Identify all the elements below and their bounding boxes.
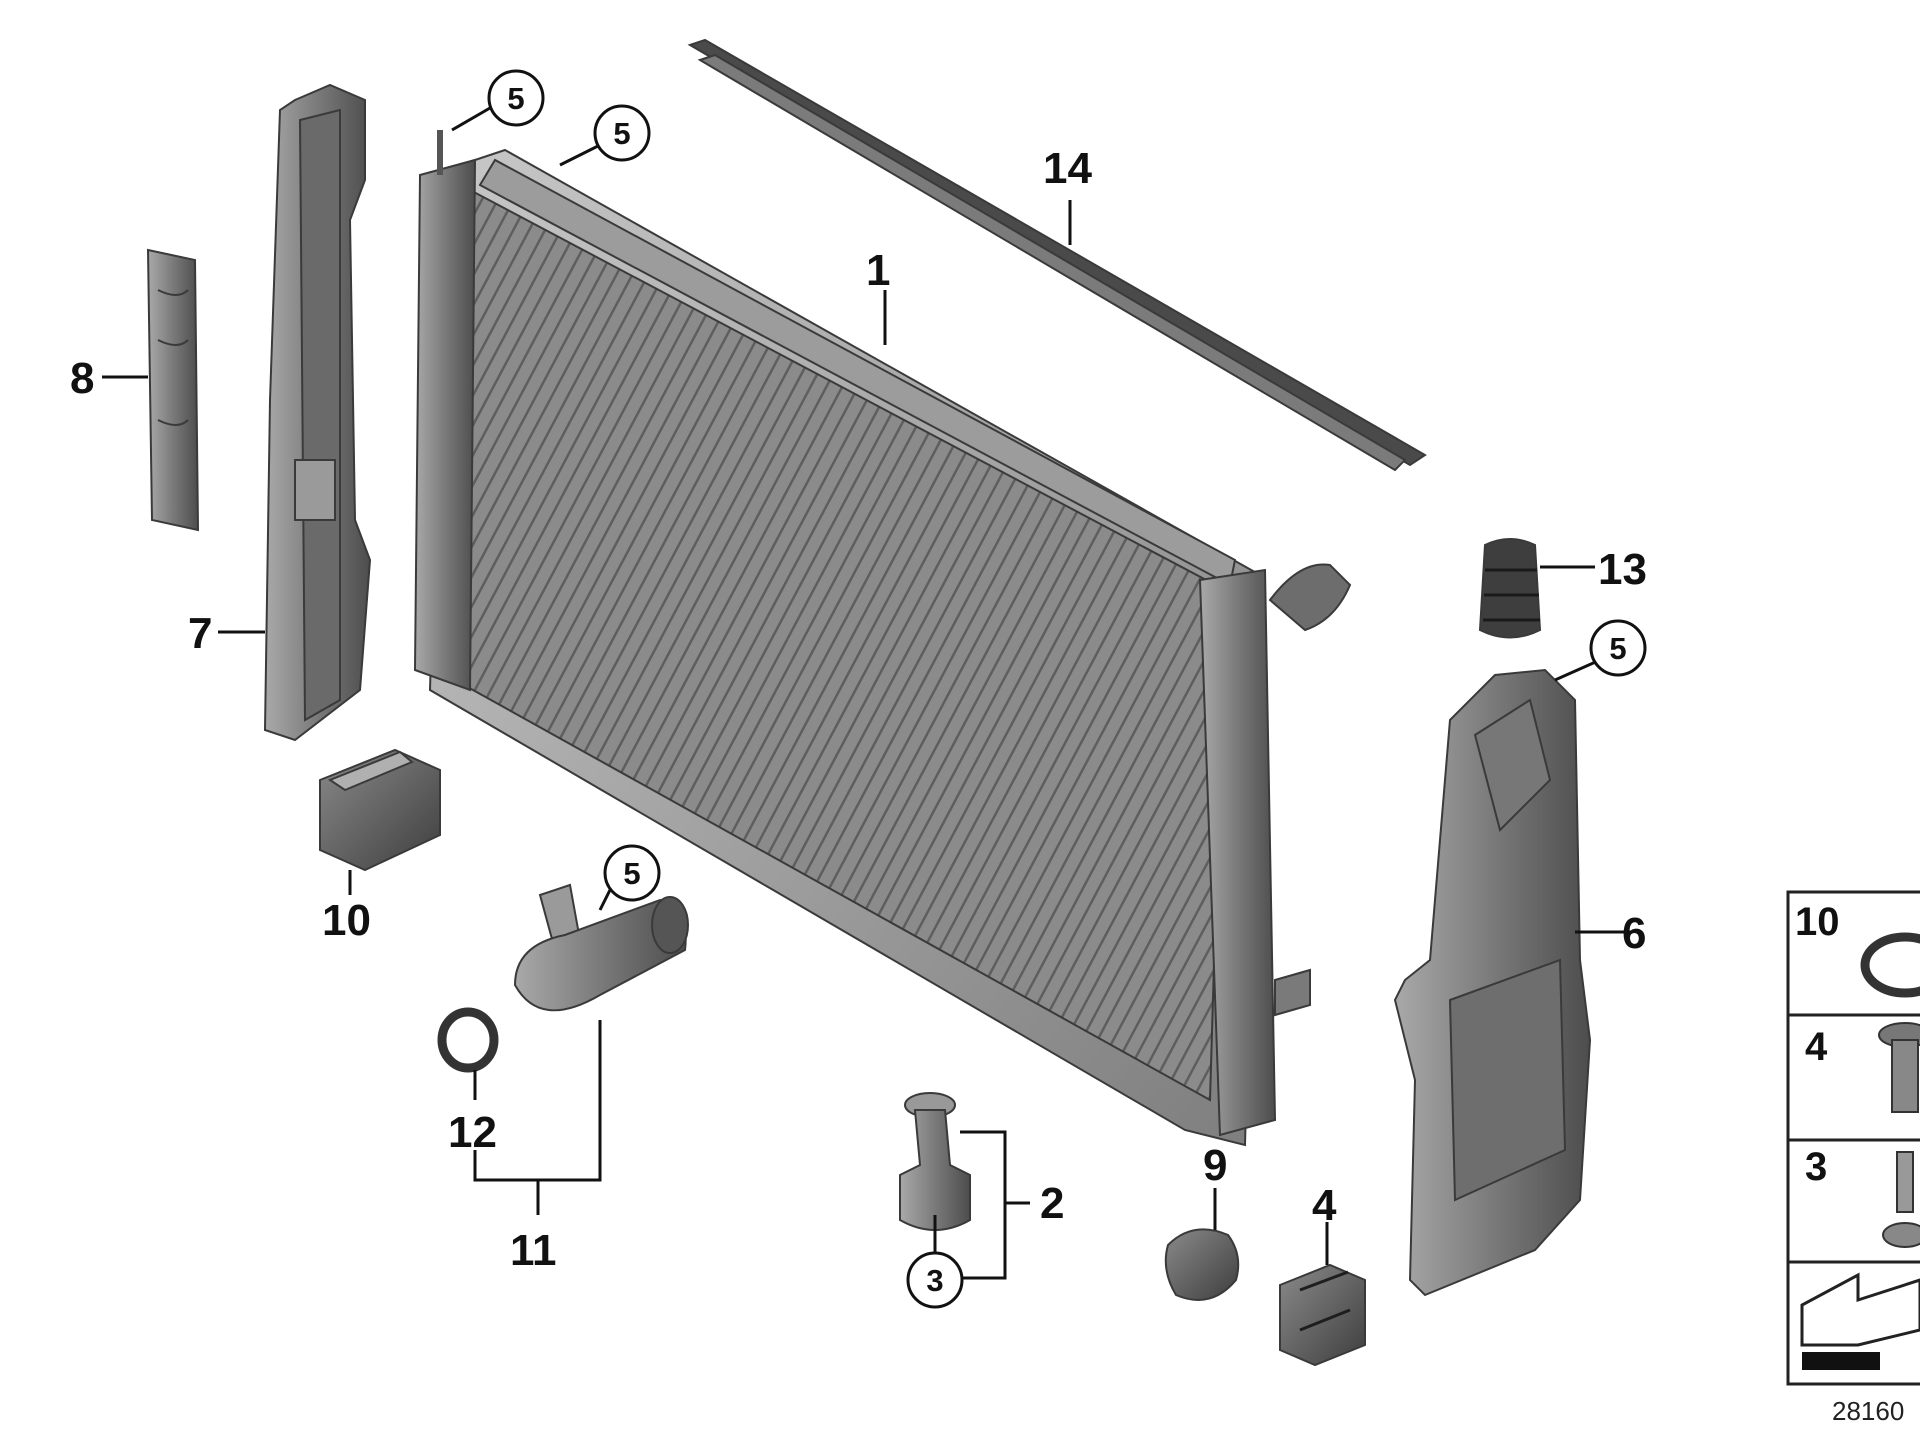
callout-5d: 5	[623, 856, 640, 891]
circle-callout-5c: 5	[1589, 619, 1647, 677]
seal-ring-part	[437, 1007, 499, 1073]
callout-13: 13	[1598, 545, 1647, 594]
pipe-fitting-part	[513, 883, 689, 1012]
radiator-part	[413, 130, 1352, 1147]
legend-table: 10 4 3	[1786, 890, 1920, 1386]
left-air-duct-part	[263, 83, 372, 742]
callout-2: 2	[1040, 1179, 1064, 1228]
rubber-mount-part	[1164, 1228, 1240, 1301]
callout-3: 3	[926, 1263, 943, 1298]
drain-plug-part	[899, 1092, 971, 1231]
callout-5b: 5	[613, 116, 630, 151]
legend-row-1-label: 10	[1795, 900, 1840, 944]
callout-1: 1	[866, 246, 890, 295]
rubber-mount-part-4	[1279, 1263, 1366, 1367]
circle-callout-5a: 5	[487, 69, 545, 127]
callout-9: 9	[1203, 1141, 1227, 1190]
callout-5c: 5	[1609, 631, 1626, 666]
diagram-number: 28160	[1832, 1396, 1904, 1426]
callout-14: 14	[1043, 144, 1092, 193]
callout-6: 6	[1622, 909, 1646, 958]
bumper-part	[1478, 538, 1542, 639]
holder-part	[146, 248, 200, 532]
top-seal-part	[687, 38, 1427, 472]
right-air-duct-part	[1393, 668, 1592, 1297]
callout-12: 12	[448, 1108, 497, 1157]
legend-row-3-label: 3	[1805, 1145, 1827, 1189]
screw-icon	[1878, 1022, 1920, 1113]
circle-callout-3: 3	[906, 1251, 964, 1309]
callout-8: 8	[70, 354, 94, 403]
callout-10: 10	[322, 896, 371, 945]
callout-7: 7	[188, 609, 212, 658]
callout-11: 11	[510, 1226, 557, 1275]
direction-arrow-icon	[1800, 1272, 1920, 1370]
circle-callout-5b: 5	[593, 104, 651, 162]
legend-row-2-label: 4	[1805, 1025, 1828, 1069]
callout-4: 4	[1312, 1181, 1337, 1230]
circle-callout-5d: 5	[603, 844, 661, 902]
bracket-part	[319, 748, 441, 872]
callout-5a: 5	[507, 81, 524, 116]
bolt-icon	[1882, 1151, 1920, 1248]
leader-lines	[102, 106, 1632, 1280]
o-ring-icon	[1860, 932, 1920, 998]
